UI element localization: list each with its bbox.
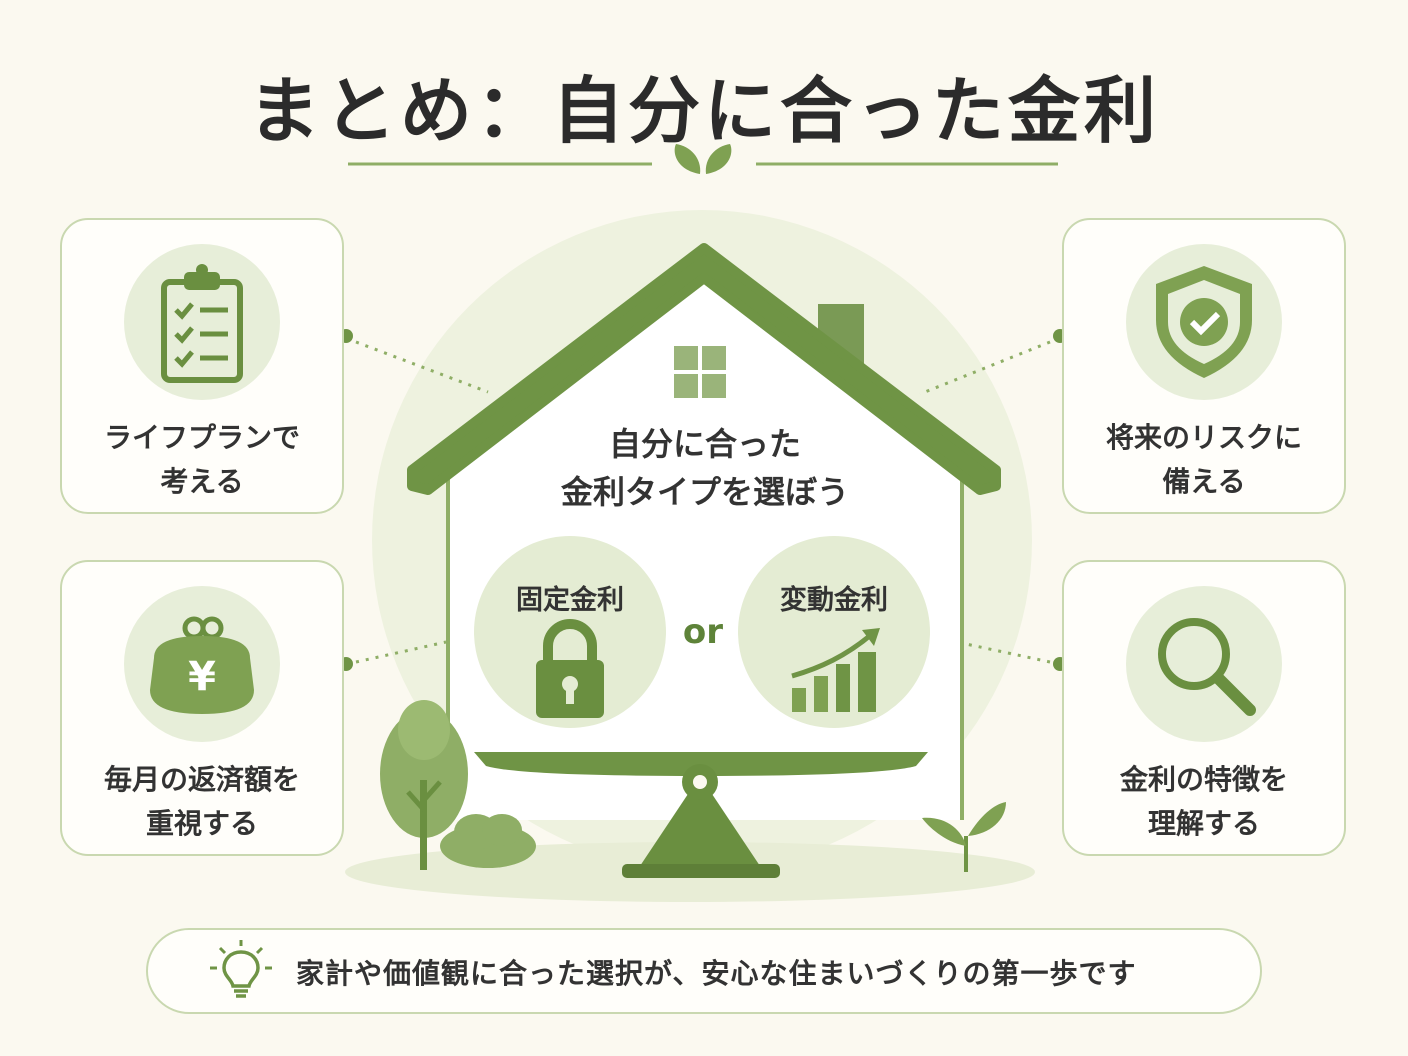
- card-monthly-repayment-line1: 毎月の返済額を: [103, 763, 300, 796]
- banner-message: 家計や価値観に合った選択が、安心な住まいづくりの第一歩です: [296, 957, 1137, 990]
- house-roof: [407, 243, 1001, 495]
- growth-chart-icon: [791, 628, 880, 712]
- magnifier-icon: [1126, 586, 1282, 742]
- card-life-plan-line2: 考える: [160, 465, 244, 498]
- yen-purse-icon: ¥: [124, 586, 280, 742]
- center-heading: 自分に合った 金利タイプを選ぼう: [470, 420, 940, 516]
- page-title: まとめ：自分に合った金利: [247, 69, 1160, 153]
- sprout-icon: [922, 802, 1006, 872]
- fixed-rate-circle: [474, 536, 666, 728]
- fixed-rate-label: 固定金利: [516, 585, 624, 616]
- card-life-plan-line1: ライフプランで: [103, 421, 300, 454]
- balance-scale-icon: [474, 752, 928, 878]
- card-life-plan-text: ライフプランで 考える: [62, 416, 342, 504]
- or-label: or: [682, 612, 724, 652]
- card-future-risk-line2: 備える: [1162, 465, 1246, 498]
- leaf-icon: [674, 144, 732, 174]
- clipboard-checklist-icon: [124, 244, 280, 400]
- variable-rate-circle: [738, 536, 930, 728]
- card-future-risk: 将来のリスクに 備える: [1062, 218, 1346, 514]
- lightbulb-icon: [210, 940, 272, 998]
- connector-feature: [965, 642, 1051, 664]
- card-rate-features-line1: 金利の特徴を: [1119, 763, 1288, 796]
- connector-risk: [919, 340, 1051, 396]
- card-rate-features-line2: 理解する: [1147, 807, 1260, 840]
- shield-check-icon: [1126, 244, 1282, 400]
- tree-icon: [380, 700, 468, 870]
- center-heading-line2: 金利タイプを選ぼう: [560, 473, 849, 511]
- card-monthly-repayment-text: 毎月の返済額を 重視する: [62, 758, 342, 846]
- variable-rate-label: 変動金利: [780, 585, 888, 616]
- card-monthly-repayment: ¥ 毎月の返済額を 重視する: [60, 560, 344, 856]
- lock-icon: [536, 619, 604, 718]
- card-rate-features-text: 金利の特徴を 理解する: [1064, 758, 1344, 846]
- bottom-banner: 家計や価値観に合った選択が、安心な住まいづくりの第一歩です: [146, 928, 1262, 1014]
- house-window-icon: [674, 346, 726, 398]
- card-rate-features: 金利の特徴を 理解する: [1062, 560, 1346, 856]
- bush-icon: [440, 814, 536, 868]
- center-heading-line1: 自分に合った: [608, 425, 801, 463]
- card-future-risk-text: 将来のリスクに 備える: [1064, 416, 1344, 504]
- connector-life: [355, 340, 489, 394]
- svg-text:¥: ¥: [188, 654, 216, 700]
- card-life-plan: ライフプランで 考える: [60, 218, 344, 514]
- card-future-risk-line1: 将来のリスクに: [1105, 421, 1302, 454]
- card-monthly-repayment-line2: 重視する: [145, 807, 258, 840]
